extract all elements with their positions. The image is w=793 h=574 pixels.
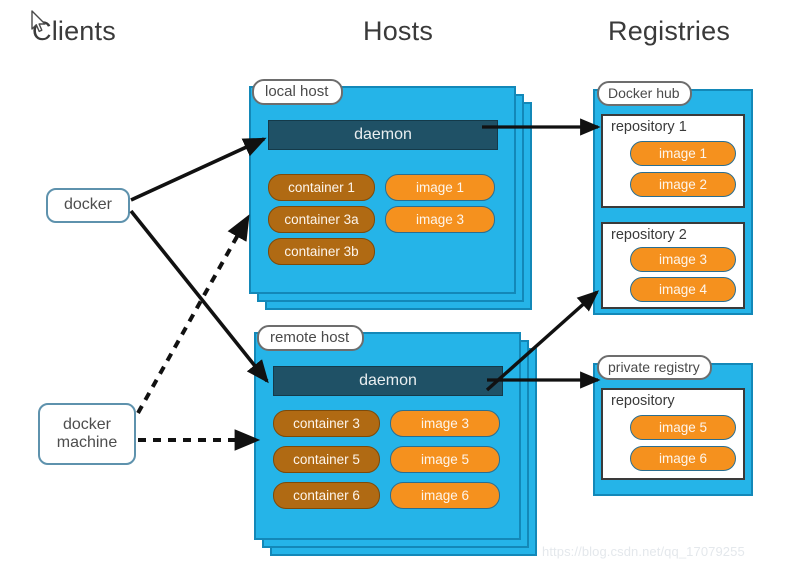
image-pill-label: image 3 [415,212,465,227]
client-docker-label: docker [63,196,113,214]
container-pill[interactable]: container 3a [268,206,375,233]
registry-private-registry[interactable]: private registry repository image 5 imag… [593,355,760,496]
repository-box[interactable]: repository image 5 image 6 [601,388,745,480]
image-pill-label: image 3 [420,416,470,431]
image-pill-label: image 6 [658,451,708,466]
image-pill-label: image 1 [658,146,708,161]
container-pill[interactable]: container 3 [273,410,380,437]
container-pill[interactable]: container 1 [268,174,375,201]
image-pill-label: image 6 [420,488,470,503]
repository-box[interactable]: repository 1 image 1 image 2 [601,114,745,208]
container-pill-label: container 5 [293,452,360,467]
image-pill-label: image 2 [658,177,708,192]
watermark: https://blog.csdn.net/qq_17079255 [542,544,745,559]
container-pill[interactable]: container 5 [273,446,380,473]
connector-docker-to-remote-daemon [129,209,269,384]
mouse-cursor-icon [31,10,46,33]
client-docker[interactable]: docker [46,188,130,223]
host-local-host-label: local host [252,79,344,105]
image-pill-label: image 4 [658,282,708,297]
host-local-host[interactable]: local host daemon container 1 container … [249,79,532,310]
image-pill-label: image 5 [420,452,470,467]
daemon-remote-host[interactable]: daemon [273,366,503,396]
repository-box[interactable]: repository 2 image 3 image 4 [601,222,745,309]
host-remote-host-label: remote host [257,325,365,351]
image-pill[interactable]: image 3 [630,247,736,272]
daemon-local-host[interactable]: daemon [268,120,498,150]
container-pill-label: container 3 [293,416,360,431]
column-heading-registries: Registries [608,16,731,46]
image-pill[interactable]: image 6 [630,446,736,471]
client-docker-machine[interactable]: docker machine [38,403,136,465]
container-pill[interactable]: container 3b [268,238,375,265]
connector-docker-to-local-daemon [130,137,267,202]
column-heading-clients: Clients [32,16,116,46]
image-pill[interactable]: image 6 [390,482,500,509]
client-docker-machine-label-line2: machine [56,434,118,451]
image-pill[interactable]: image 1 [385,174,495,201]
image-pill[interactable]: image 3 [390,410,500,437]
image-pill-label: image 1 [415,180,465,195]
repository-title: repository 2 [611,227,687,243]
registry-private-registry-label: private registry [597,355,712,380]
container-pill-label: container 3a [284,212,359,227]
container-pill-label: container 6 [293,488,360,503]
host-remote-host[interactable]: remote host daemon container 3 container… [254,325,537,556]
daemon-local-host-label: daemon [354,126,412,143]
image-pill[interactable]: image 1 [630,141,736,166]
daemon-remote-host-label: daemon [359,372,417,389]
image-pill[interactable]: image 4 [630,277,736,302]
image-pill-label: image 3 [658,252,708,267]
image-pill[interactable]: image 2 [630,172,736,197]
image-pill-label: image 5 [658,420,708,435]
column-heading-hosts: Hosts [363,16,434,46]
image-pill[interactable]: image 5 [630,415,736,440]
connector-docker-machine-to-local-host [136,214,250,414]
container-pill-label: container 1 [288,180,355,195]
client-docker-machine-label-line1: docker [62,415,112,433]
registry-docker-hub[interactable]: Docker hub repository 1 image 1 image 2 … [593,81,760,319]
container-pill[interactable]: container 6 [273,482,380,509]
registry-docker-hub-label: Docker hub [597,81,692,106]
repository-title: repository 1 [611,119,687,135]
container-pill-label: container 3b [284,244,359,259]
image-pill[interactable]: image 3 [385,206,495,233]
repository-title: repository [611,393,675,409]
image-pill[interactable]: image 5 [390,446,500,473]
